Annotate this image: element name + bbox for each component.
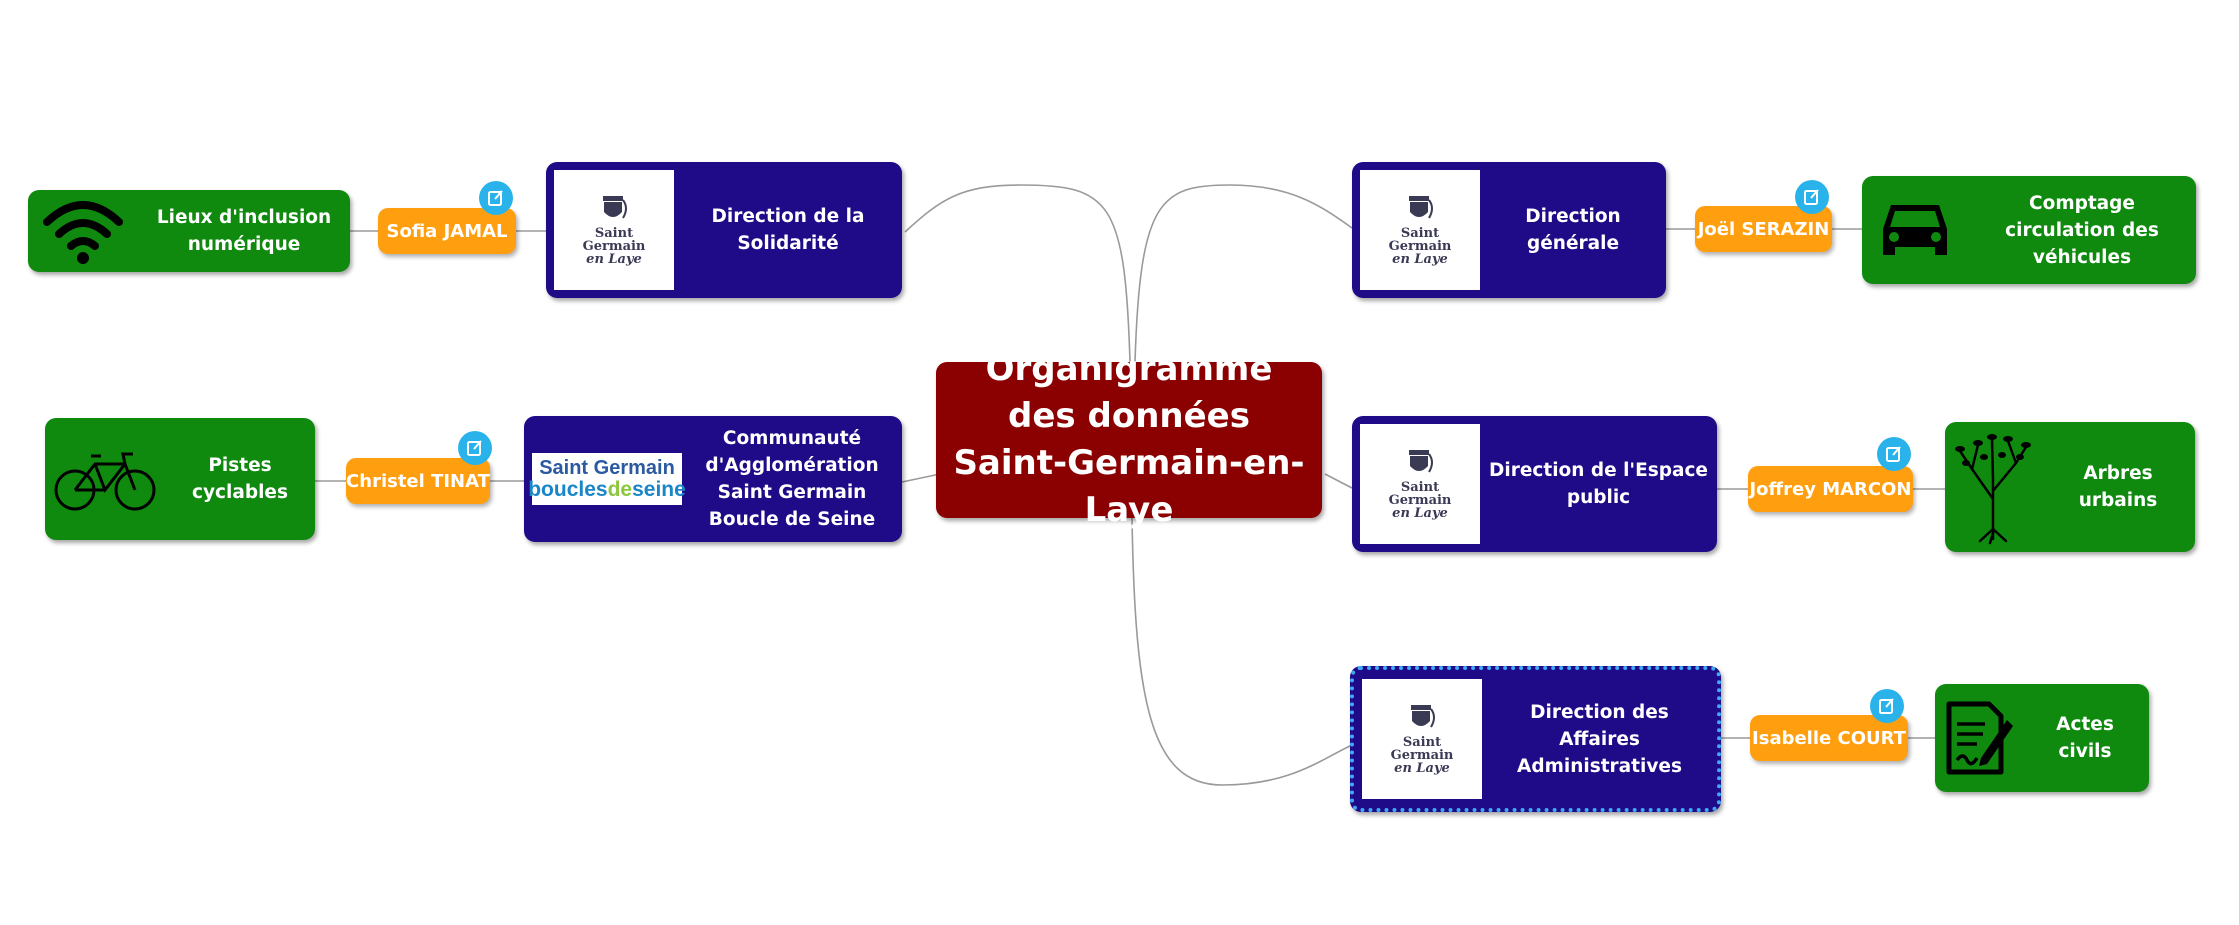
direction-solidarite-node[interactable]: Saint Germain en Laye Direction de la So… bbox=[546, 162, 902, 298]
central-node[interactable]: Organigramme des données Saint-Germain-e… bbox=[936, 349, 1322, 530]
coat-of-arms-icon bbox=[602, 196, 627, 219]
note-icon[interactable] bbox=[479, 181, 513, 215]
leaf-lieux-inclusion-node[interactable]: Lieux d'inclusion numérique bbox=[28, 190, 350, 272]
note-icon[interactable] bbox=[1877, 437, 1911, 471]
direction-affaires-administratives-node[interactable]: Saint Germain en Laye Direction des Affa… bbox=[1350, 666, 1721, 812]
tree-icon bbox=[1945, 429, 2041, 545]
saint-germain-logo: Saint Germain en Laye bbox=[554, 170, 674, 290]
note-icon[interactable] bbox=[1870, 689, 1904, 723]
saint-germain-logo: Saint Germain en Laye bbox=[1360, 424, 1480, 544]
direction-agglomeration-node[interactable]: Saint Germain bouclesdeseine Communauté … bbox=[524, 416, 902, 542]
agglomeration-logo: Saint Germain bouclesdeseine bbox=[528, 453, 686, 505]
leaf-label: Arbres urbains bbox=[2078, 463, 2158, 511]
car-icon bbox=[1862, 195, 1968, 265]
coat-of-arms-icon bbox=[1410, 705, 1435, 728]
direction-espace-public-node[interactable]: Saint Germain en Laye Direction de l'Esp… bbox=[1352, 416, 1717, 552]
direction-generale-node[interactable]: Saint Germain en Laye Direction générale bbox=[1352, 162, 1666, 298]
leaf-label: Pistes cyclables bbox=[192, 455, 288, 503]
note-icon[interactable] bbox=[1795, 180, 1829, 214]
leaf-label: Actes civils bbox=[2056, 714, 2114, 762]
direction-label: Direction générale bbox=[1525, 206, 1621, 254]
saint-germain-logo: Saint Germain en Laye bbox=[1362, 679, 1482, 799]
central-title: Organigramme des données Saint-Germain-e… bbox=[953, 349, 1305, 530]
saint-germain-logo: Saint Germain en Laye bbox=[1360, 170, 1480, 290]
leaf-label: Lieux d'inclusion numérique bbox=[156, 207, 332, 255]
leaf-arbres-urbains-node[interactable]: Arbres urbains bbox=[1945, 422, 2195, 552]
direction-label: Direction de l'Espace public bbox=[1489, 460, 1708, 508]
leaf-pistes-cyclables-node[interactable]: Pistes cyclables bbox=[45, 418, 315, 540]
bicycle-icon bbox=[45, 446, 165, 512]
direction-label: Communauté d'Agglomération Saint Germain… bbox=[705, 428, 879, 530]
person-isabelle-court[interactable]: Isabelle COURT bbox=[1750, 715, 1908, 761]
leaf-label: Comptage circulation des véhicules bbox=[2005, 192, 2159, 268]
person-joffrey-marcon[interactable]: Joffrey MARCON bbox=[1748, 466, 1913, 512]
coat-of-arms-icon bbox=[1408, 196, 1433, 219]
leaf-comptage-node[interactable]: Comptage circulation des véhicules bbox=[1862, 176, 2196, 284]
person-sofia-jamal[interactable]: Sofia JAMAL bbox=[378, 208, 516, 254]
direction-label: Direction des Affaires Administratives bbox=[1517, 701, 1682, 777]
wifi-icon bbox=[28, 196, 138, 266]
coat-of-arms-icon bbox=[1408, 450, 1433, 473]
direction-label: Direction de la Solidarité bbox=[711, 206, 865, 254]
document-icon bbox=[1935, 698, 2021, 778]
leaf-actes-civils-node[interactable]: Actes civils bbox=[1935, 684, 2149, 792]
note-icon[interactable] bbox=[458, 431, 492, 465]
person-christel-tinat[interactable]: Christel TINAT bbox=[346, 458, 490, 504]
